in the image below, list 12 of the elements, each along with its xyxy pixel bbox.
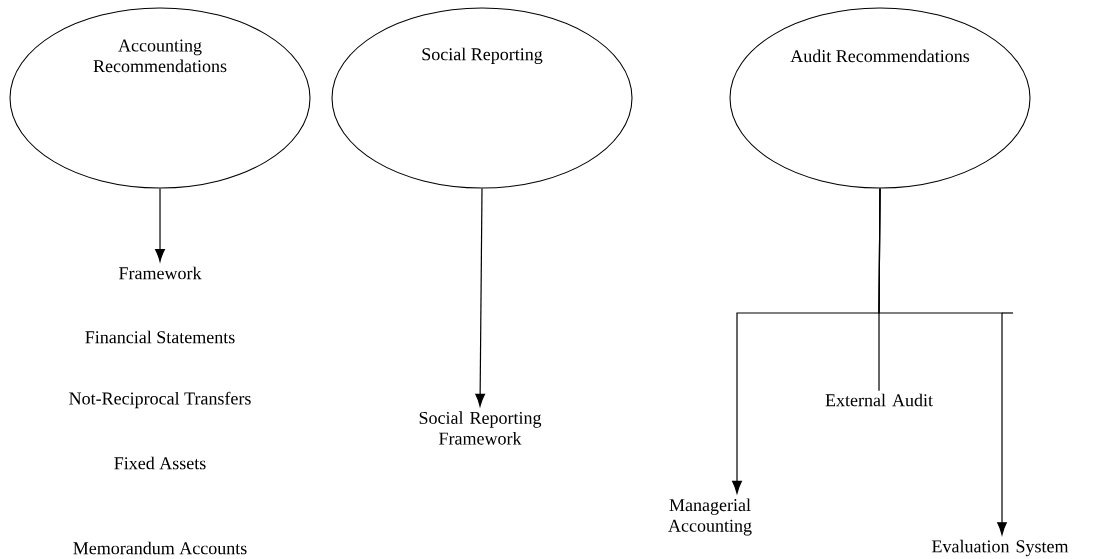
node-text: Framework bbox=[119, 266, 202, 280]
arrow bbox=[878, 187, 1007, 535]
node-text: Managerial Accounting bbox=[668, 498, 752, 536]
node-text: External Audit bbox=[825, 393, 933, 407]
list-item: Financial Statements bbox=[85, 330, 235, 344]
list-item: Fixed Assets bbox=[114, 456, 206, 470]
node-text: Evaluation System bbox=[932, 539, 1069, 557]
list-item: Not-Reciprocal Transfers bbox=[69, 391, 251, 409]
list-item: Memorandum Accounts bbox=[73, 541, 247, 555]
arrow bbox=[155, 187, 165, 262]
arrow bbox=[475, 187, 486, 407]
node-text: Social Reporting Framework bbox=[419, 411, 542, 445]
